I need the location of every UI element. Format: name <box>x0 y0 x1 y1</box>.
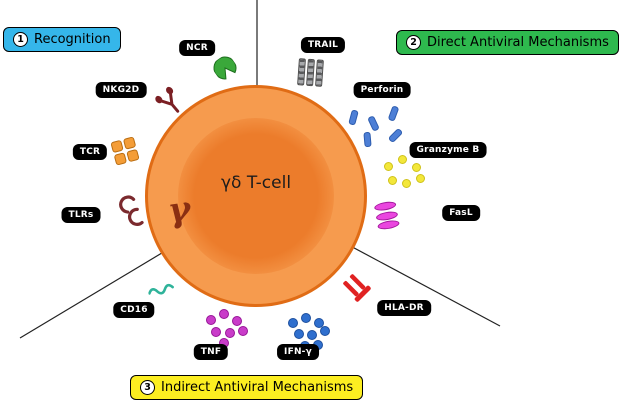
tnf-dot <box>219 309 229 319</box>
label-cd16: CD16 <box>113 302 155 318</box>
ifn-dot <box>307 330 317 340</box>
tlr-horseshoe-icon <box>113 194 147 234</box>
label-fasl: FasL <box>442 205 480 221</box>
tnf-dot-cluster-icon <box>198 306 250 348</box>
perforin-scattered-pills-icon <box>344 100 410 148</box>
granzyme-dot <box>398 155 407 164</box>
ifn-dot <box>294 329 304 339</box>
label-tcr: TCR <box>72 144 108 160</box>
label-nkg2d: NKG2D <box>95 82 147 98</box>
cd16-squiggle-icon <box>148 282 176 301</box>
tnf-dot <box>211 327 221 337</box>
legend-label-recognition: Recognition <box>34 32 111 47</box>
granzyme-dot <box>412 163 421 172</box>
perforin-pill <box>348 109 359 126</box>
tnf-dot <box>238 326 248 336</box>
granzyme-b-dot-cluster-icon <box>380 152 430 192</box>
trail-bar <box>297 58 306 86</box>
trail-bar <box>306 58 315 87</box>
legend-indirect-antiviral: 3 Indirect Antiviral Mechanisms <box>130 375 364 400</box>
tnf-dot <box>206 315 216 325</box>
tcell-body: γδ T-cell γ <box>145 85 367 307</box>
ifn-dot <box>288 318 298 328</box>
label-tlrs: TLRs <box>61 207 101 223</box>
label-granzyme-b: Granzyme B <box>409 142 487 158</box>
cell-label: γδ T-cell <box>220 173 292 194</box>
fasl-stacked-ellipses-icon <box>373 200 401 232</box>
label-perforin: Perforin <box>353 82 411 98</box>
legend-label-direct: Direct Antiviral Mechanisms <box>427 35 609 50</box>
ncr-pacman-receptor-icon <box>213 56 237 83</box>
legend-label-indirect: Indirect Antiviral Mechanisms <box>161 380 354 395</box>
fasl-subunit <box>376 219 401 231</box>
perforin-pill <box>387 105 400 122</box>
label-ncr: NCR <box>179 40 215 56</box>
legend-number-3: 3 <box>140 380 155 395</box>
legend-recognition: 1 Recognition <box>3 27 121 52</box>
legend-number-2: 2 <box>406 35 421 50</box>
label-tnf: TNF <box>193 344 229 360</box>
tcr-subunit <box>110 139 124 154</box>
hla-dr-mhc-receptor-icon <box>343 274 371 304</box>
granzyme-dot <box>384 162 393 171</box>
label-ifn-gamma: IFN-γ <box>277 344 319 360</box>
label-hla-dr: HLA-DR <box>377 300 431 316</box>
granzyme-dot <box>402 179 411 188</box>
perforin-pill <box>363 131 372 148</box>
label-trail: TRAIL <box>300 37 346 53</box>
granzyme-dot <box>416 174 425 183</box>
perforin-pill <box>387 127 404 144</box>
granzyme-dot <box>388 176 397 185</box>
tcell-cytoplasm <box>178 118 334 274</box>
ifn-dot <box>314 318 324 328</box>
legend-direct-antiviral: 2 Direct Antiviral Mechanisms <box>396 30 619 55</box>
nkg2d-dimer-receptor-icon <box>155 86 184 120</box>
legend-number-1: 1 <box>13 32 28 47</box>
tnf-dot <box>225 328 235 338</box>
tnf-dot <box>232 316 242 326</box>
trail-striped-bars-icon <box>297 58 324 87</box>
perforin-pill <box>367 115 380 132</box>
ifn-dot <box>301 313 311 323</box>
ifn-dot <box>320 326 330 336</box>
